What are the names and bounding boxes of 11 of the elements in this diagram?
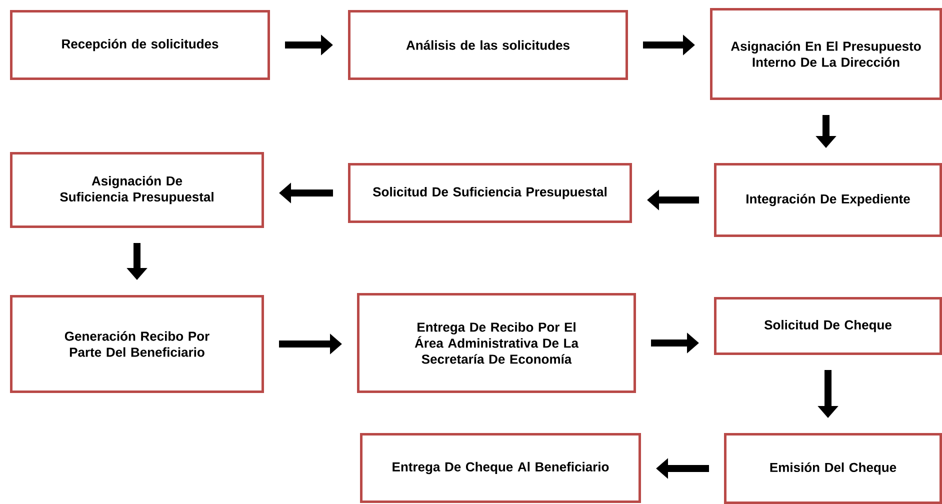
process-box: Análisis de las solicitudes bbox=[348, 10, 628, 80]
process-box: Entrega De Recibo Por El Área Administrativa De La Secretaría De Economía bbox=[357, 293, 636, 393]
process-box: Asignación De Suficiencia Presupuestal bbox=[10, 152, 264, 228]
process-box: Integración De Expediente bbox=[714, 163, 942, 237]
process-box: Solicitud De Suficiencia Presupuestal bbox=[348, 163, 632, 223]
process-box: Generación Recibo Por Parte Del Beneficiario bbox=[10, 295, 264, 393]
process-box: Asignación En El Presupuesto Interno De La Dirección bbox=[710, 8, 942, 100]
process-box: Recepción de solicitudes bbox=[10, 10, 270, 80]
process-box: Solicitud De Cheque bbox=[714, 297, 942, 355]
process-box: Emisión Del Cheque bbox=[724, 433, 942, 504]
process-box: Entrega De Cheque Al Beneficiario bbox=[360, 433, 641, 503]
